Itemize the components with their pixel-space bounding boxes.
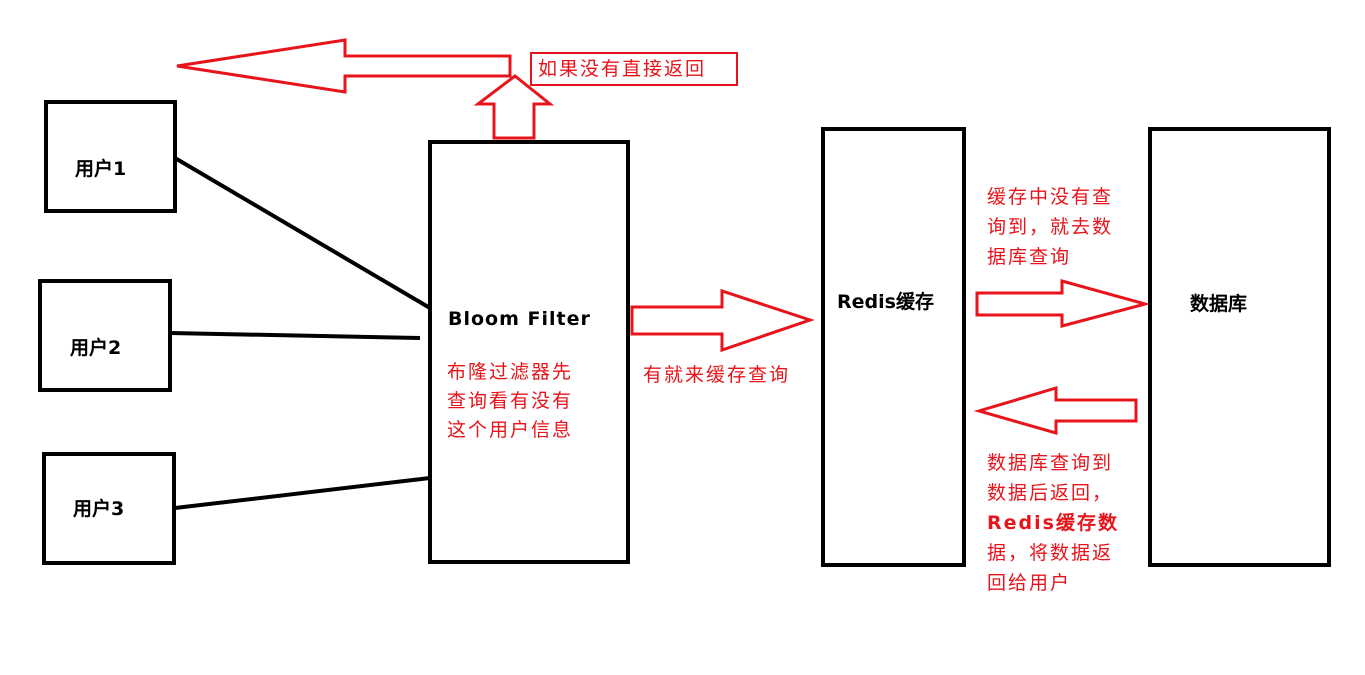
connector-user3 [174, 476, 431, 510]
cache-miss-line-1: 缓存中没有查 [987, 186, 1114, 208]
bloom-desc-line-2: 查询看有没有 [447, 390, 574, 412]
arrow-right-to-redis [630, 288, 815, 353]
arrow-left-to-redis [973, 385, 1138, 435]
user-label-2: 用户2 [70, 337, 122, 359]
user-label-3: 用户3 [73, 498, 125, 520]
connector-user1 [173, 156, 432, 310]
bloom-filter-box: Bloom Filter 布隆过滤器先 查询看有没有 这个用户信息 [428, 140, 630, 564]
found-cache-query-label: 有就来缓存查询 [643, 364, 791, 386]
db-return-line-3: Redis缓存数 [987, 512, 1119, 534]
arrow-right-to-db [975, 279, 1151, 328]
cache-miss-annotation: 缓存中没有查 询到，就去数 据库查询 [987, 182, 1113, 272]
cache-miss-line-2: 询到，就去数 [987, 216, 1114, 238]
connector-user2 [169, 331, 421, 340]
db-return-annotation: 数据库查询到 数据后返回， Redis缓存数 据，将数据返 回给用户 [987, 448, 1119, 598]
db-return-line-2: 数据后返回， [987, 482, 1114, 504]
user-box-2: 用户2 [38, 279, 172, 392]
arrow-up-return [473, 74, 555, 140]
bloom-filter-desc: 布隆过滤器先 查询看有没有 这个用户信息 [447, 358, 573, 445]
bloom-filter-title: Bloom Filter [448, 308, 591, 330]
user-box-1: 用户1 [44, 100, 177, 213]
redis-box: Redis缓存 [821, 127, 966, 567]
db-return-line-5: 回给用户 [987, 572, 1072, 594]
not-found-return-tag: 如果没有直接返回 [530, 52, 738, 86]
database-title: 数据库 [1190, 293, 1248, 315]
redis-title: Redis缓存 [837, 291, 934, 313]
db-return-line-4: 据，将数据返 [987, 542, 1114, 564]
database-box: 数据库 [1148, 127, 1331, 567]
bloom-desc-line-3: 这个用户信息 [447, 419, 574, 441]
cache-miss-line-3: 据库查询 [987, 246, 1072, 268]
db-return-line-1: 数据库查询到 [987, 452, 1114, 474]
arrow-left-return [176, 38, 512, 94]
user-box-3: 用户3 [42, 452, 176, 565]
bloom-desc-line-1: 布隆过滤器先 [447, 361, 574, 383]
user-label-1: 用户1 [75, 158, 127, 180]
